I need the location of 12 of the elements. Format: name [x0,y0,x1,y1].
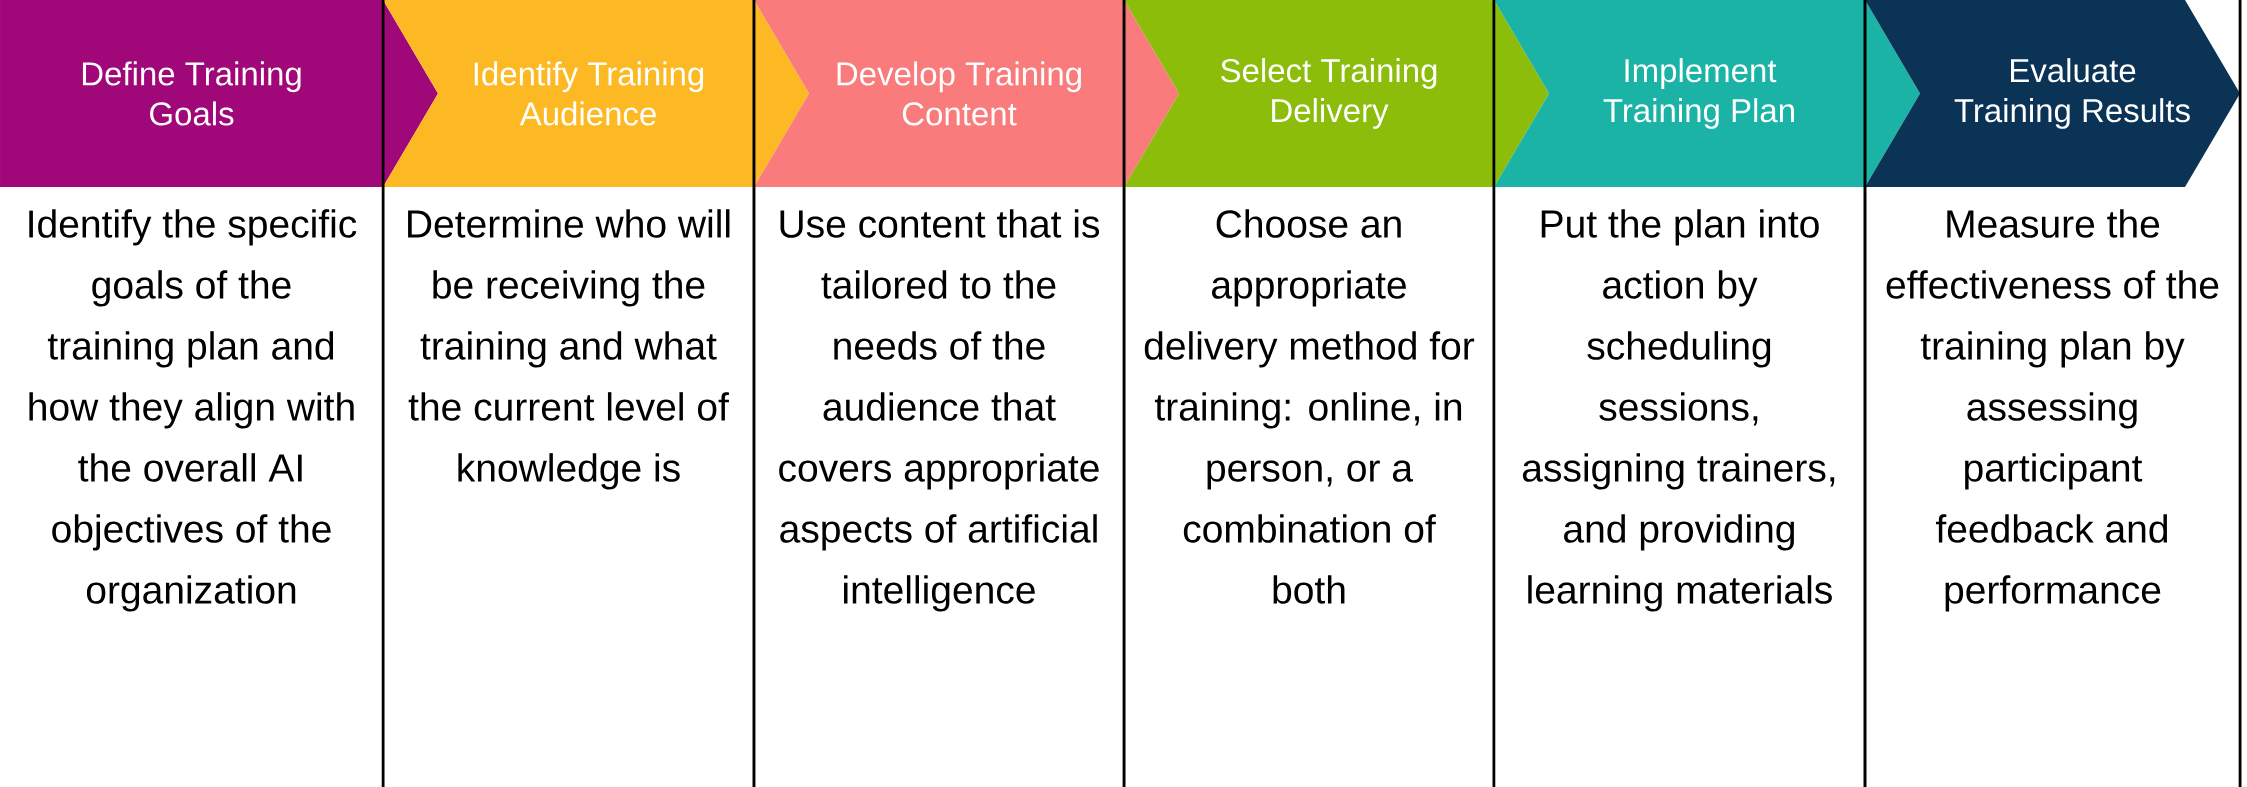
description-text: Choose an appropriate delivery method for training: online, in person, or a combination of both [1144,209,1475,604]
description-text: Put the plan into action by scheduling sessions, assigning trainers, and providing learning materials [1522,209,1835,612]
step-banner: Define Training Goals [0,0,438,187]
description-text: Use content that is tailored to the needs of the audience that covers appropriate aspects of artificial intelligence [779,209,1100,612]
step-banner: Select Training Delivery [1124,0,1549,187]
step-banner: Evaluate Training Results [1865,0,2240,187]
step-banner: Develop Training Content [754,0,1179,187]
step-banner: Implement Training Plan [1494,0,1920,187]
step-banner: Identify Training Audience [383,0,809,187]
description-text: Determine who will be receiving the training and what the current level of knowledge is [408,209,730,490]
description-text: Measure the effectiveness of the training plan by assessing participant feedback and performance [1886,209,2219,612]
description-text: Identify the specific goals of the training plan and how they align with the overall AI objectives of the organization [29,209,357,612]
